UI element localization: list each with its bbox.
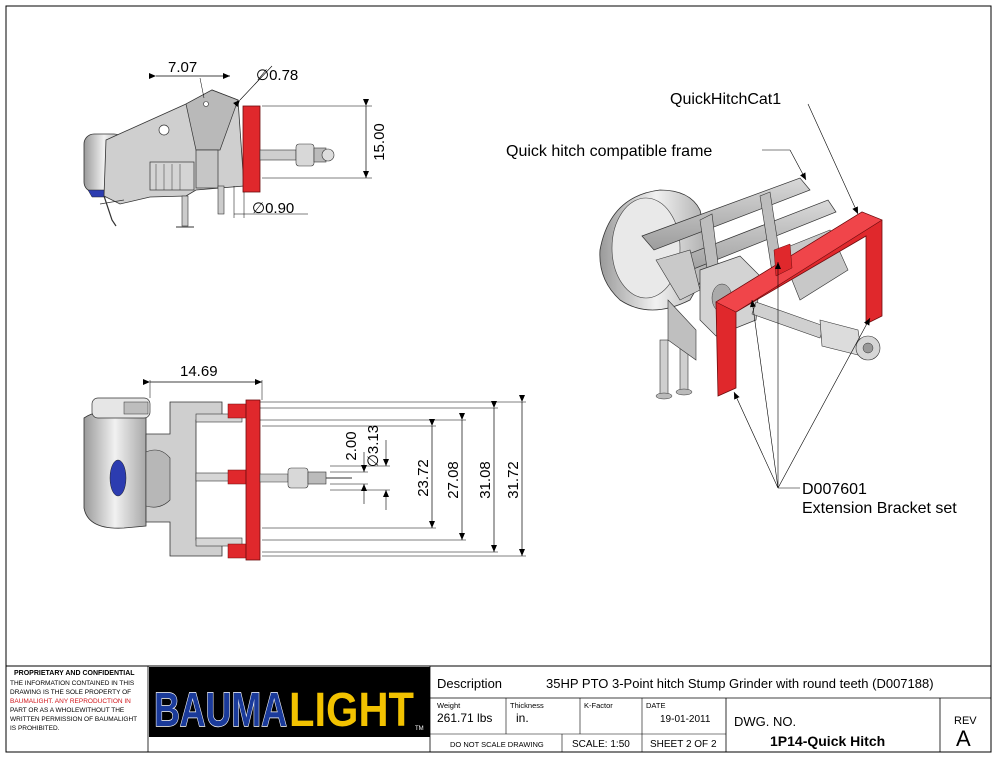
proprietary-line-4: PART OR AS A WHOLEWITHOUT THE <box>10 707 125 714</box>
sheet-border <box>5 5 992 753</box>
rev-value: A <box>956 726 971 751</box>
dwg-value: 1P14-Quick Hitch <box>770 733 885 749</box>
dim-top-width: 7.07 <box>168 59 197 76</box>
proprietary-title: PROPRIETARY AND CONFIDENTIAL <box>14 670 135 677</box>
top-view <box>83 379 526 561</box>
date-label: DATE <box>646 701 665 710</box>
logo-bauma: BAUMA <box>154 684 287 737</box>
logo-tm: TM <box>415 726 424 732</box>
dim-span-2: 27.08 <box>445 461 462 499</box>
kfactor-label: K-Factor <box>584 701 613 710</box>
callout-part-no: D007601 <box>802 481 867 498</box>
logo-panel <box>149 667 430 737</box>
weight-label: Weight <box>437 701 461 710</box>
proprietary-line-5: WRITTEN PERMISSION OF BAUMALIGHT <box>10 716 137 723</box>
isometric-view <box>599 103 883 489</box>
callout-part-name: Extension Bracket set <box>802 500 957 517</box>
no-scale-note: DO NOT SCALE DRAWING <box>450 740 544 749</box>
weight-value: 261.71 lbs <box>437 711 492 725</box>
rev-label: REV <box>954 715 977 727</box>
sheet-value: SHEET 2 OF 2 <box>650 739 717 750</box>
dwg-label: DWG. NO. <box>734 714 796 729</box>
side-view-bracket <box>242 105 261 193</box>
dim-side-offset: 14.69 <box>180 363 218 380</box>
dim-top-height: 15.00 <box>371 123 388 161</box>
scale-value: SCALE: 1:50 <box>572 739 630 750</box>
logo-light: LIGHT <box>289 684 414 737</box>
dim-span-1: 23.72 <box>415 459 432 497</box>
title-block <box>5 665 992 753</box>
callout-assembly: QuickHitchCat1 <box>670 91 781 108</box>
dim-pin-2: 2.00 <box>343 431 360 460</box>
dim-pin-3: ∅3.13 <box>365 425 382 467</box>
dim-span-4: 31.72 <box>505 461 522 499</box>
proprietary-line-6: IS PROHIBITED. <box>10 725 60 732</box>
thickness-label: Thickness <box>510 701 544 710</box>
description-label: Description <box>437 676 502 691</box>
callout-frame: Quick hitch compatible frame <box>506 143 712 160</box>
proprietary-line-3: BAUMALIGHT. ANY REPRODUCTION IN <box>10 698 131 705</box>
dim-span-3: 31.08 <box>477 461 494 499</box>
dim-bottom-hole: ∅0.90 <box>252 200 294 217</box>
thickness-value: in. <box>516 711 529 725</box>
proprietary-line-2: DRAWING IS THE SOLE PROPERTY OF <box>10 689 131 696</box>
top-view-bracket <box>245 399 261 561</box>
date-value: 19-01-2011 <box>660 714 711 725</box>
description-value: 35HP PTO 3-Point hitch Stump Grinder wit… <box>546 676 934 691</box>
dim-top-hole: ∅0.78 <box>256 67 298 84</box>
proprietary-line-1: THE INFORMATION CONTAINED IN THIS <box>10 680 135 687</box>
side-view <box>83 65 372 228</box>
